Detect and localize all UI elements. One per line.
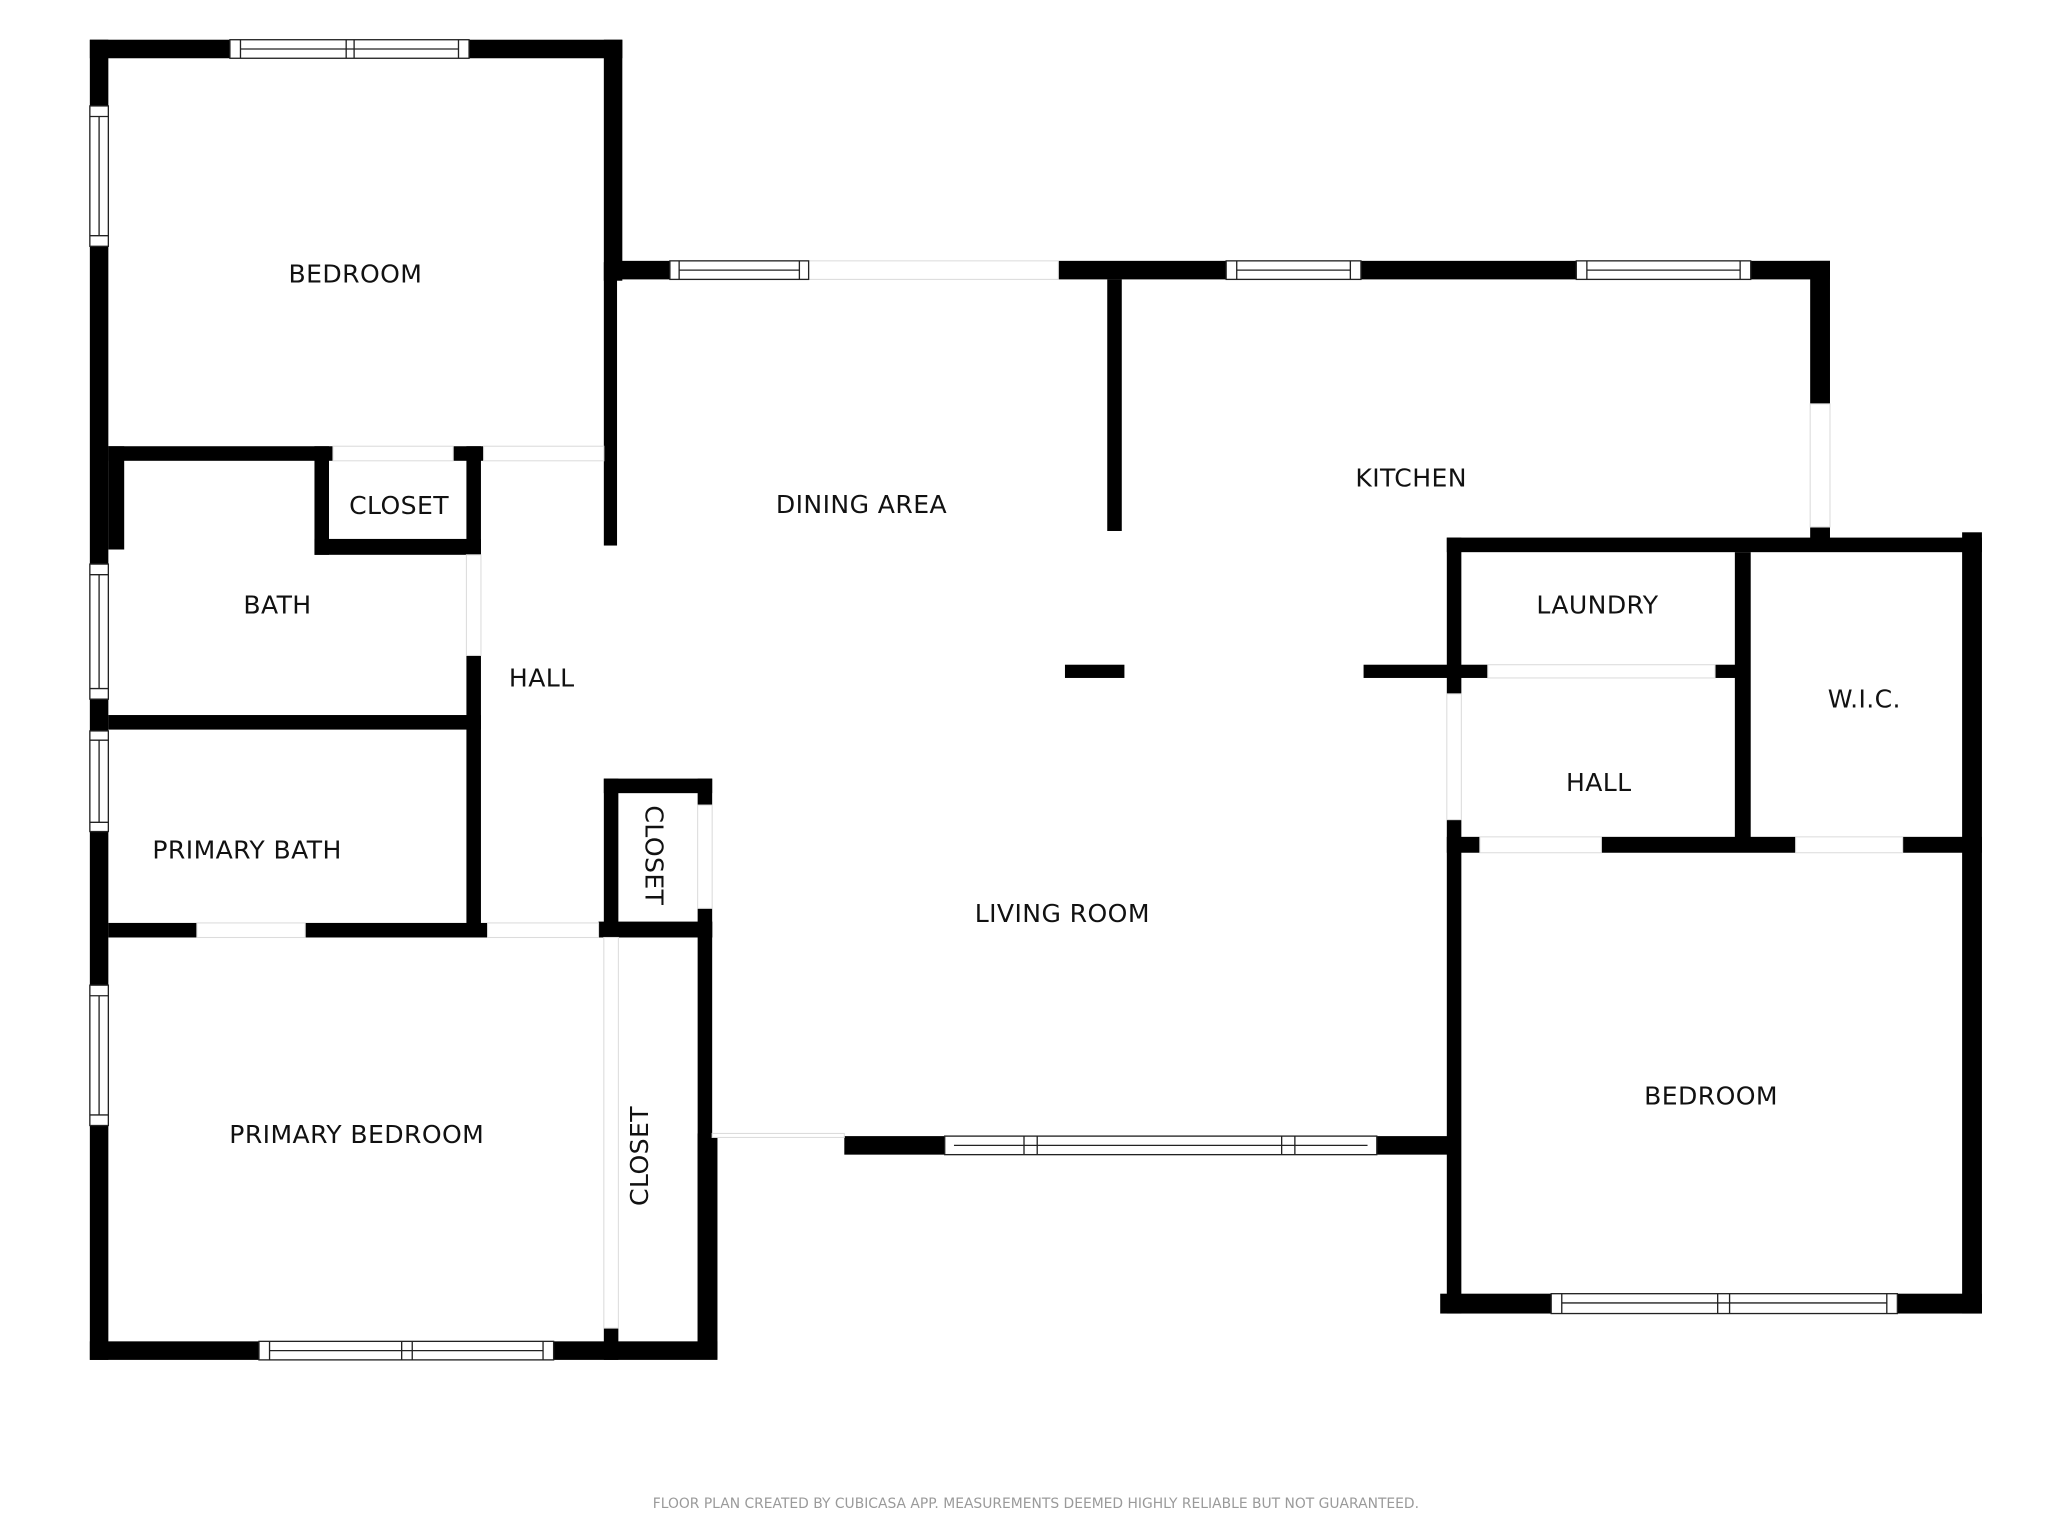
window-icon [89,563,110,700]
window-icon [1575,260,1752,281]
room-label-hall-2: HALL [1566,768,1632,797]
walls [89,39,1982,1360]
room-label-bedroom-2: BEDROOM [1644,1082,1778,1111]
disclaimer-footer: FLOOR PLAN CREATED BY CUBICASA APP. MEAS… [653,1496,1419,1512]
window-icon [229,39,470,59]
window-icon [1550,1293,1899,1315]
window-icon [258,1340,555,1361]
room-label-primary-bedroom: PRIMARY BEDROOM [229,1120,484,1149]
room-label-kitchen: KITCHEN [1355,463,1467,492]
window-icon [669,260,810,281]
room-label-primary-bath: PRIMARY BATH [152,835,341,864]
room-label-closet-2: CLOSET [640,805,669,905]
room-label-bath: BATH [243,590,311,619]
room-label-living-room: LIVING ROOM [975,899,1150,928]
room-label-dining-area: DINING AREA [776,490,947,519]
room-label-closet-1: CLOSET [349,491,449,520]
window-icon [944,1135,1378,1156]
door-openings [196,260,1904,1329]
room-labels: BEDROOM CLOSET BATH HALL PRIMARY BATH CL… [152,259,1901,1206]
room-label-bedroom-1: BEDROOM [289,259,423,288]
windows [89,39,1899,1361]
room-label-closet-3: CLOSET [625,1106,654,1206]
room-label-hall-1: HALL [509,663,575,692]
window-icon [89,730,110,833]
window-icon [89,105,110,247]
room-label-laundry: LAUNDRY [1536,590,1658,619]
room-label-wic: W.I.C. [1828,684,1901,713]
window-icon [1225,260,1362,281]
window-icon [89,984,110,1127]
